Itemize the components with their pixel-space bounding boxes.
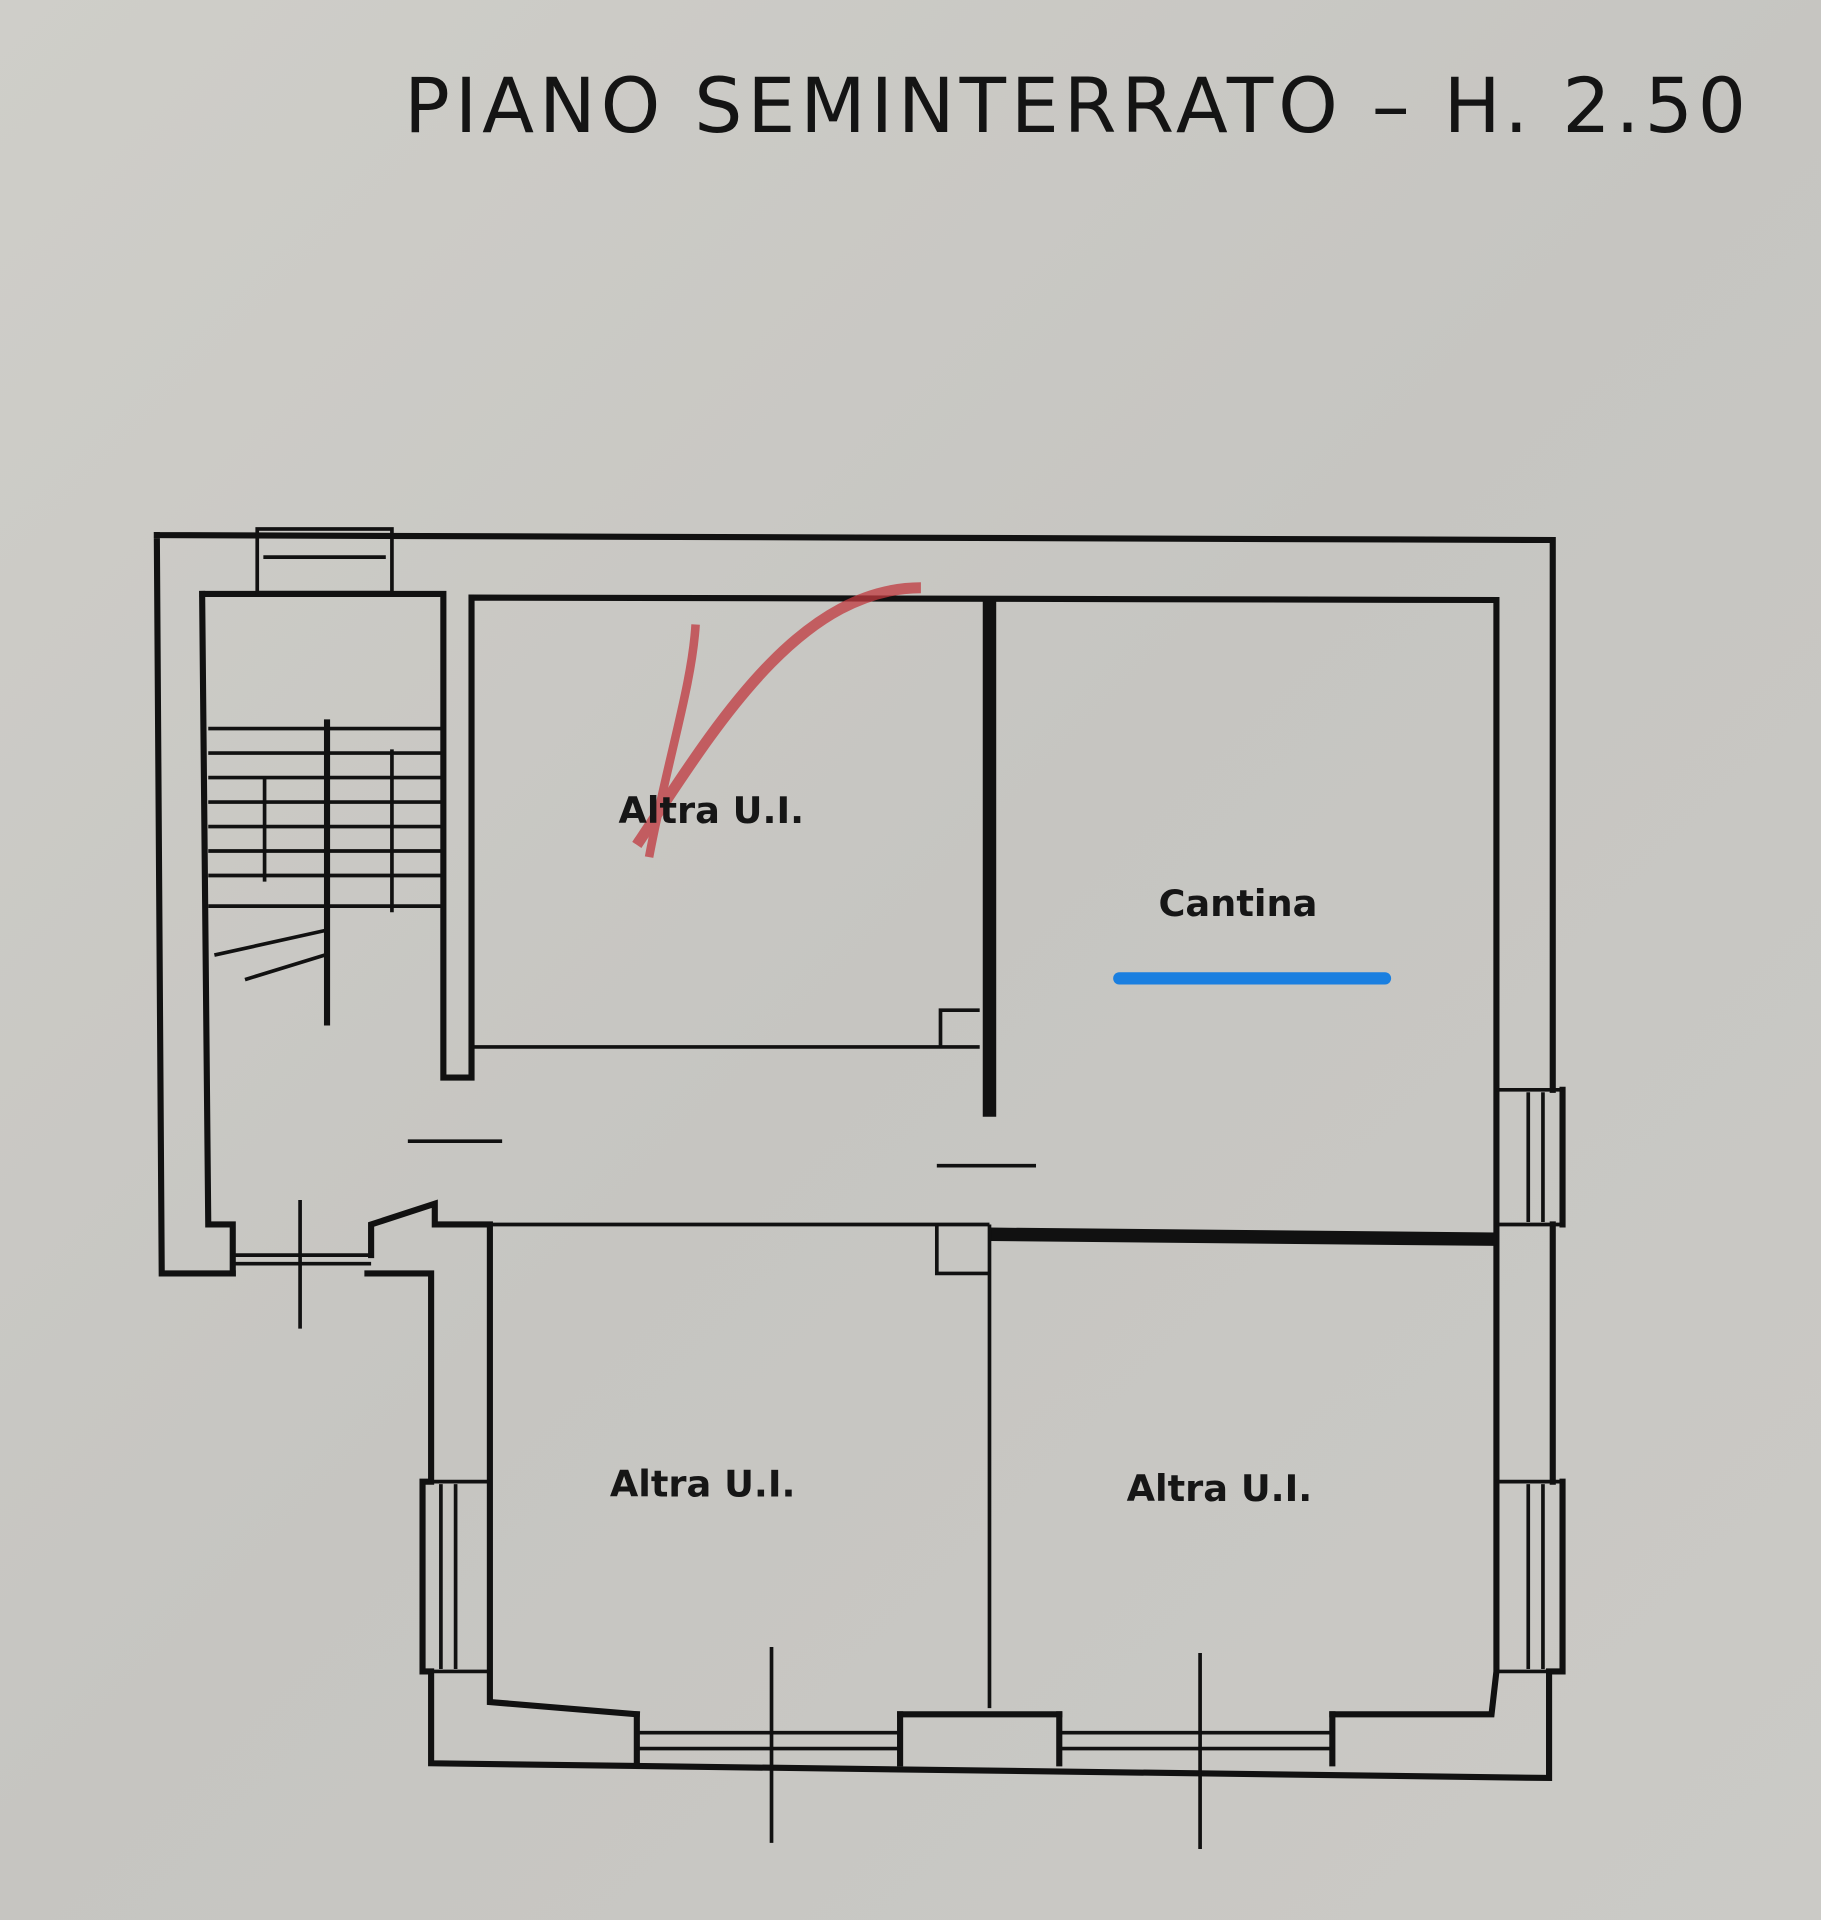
interior-walls bbox=[407, 600, 1497, 1709]
watermark-logo bbox=[632, 582, 921, 858]
room-label-altra-ui-2: Altra U.I. bbox=[610, 1462, 796, 1505]
room-label-altra-ui-3: Altra U.I. bbox=[1127, 1467, 1313, 1510]
plan-title: PIANO SEMINTERRATO – H. 2.50 bbox=[404, 62, 1751, 150]
room-label-altra-ui-1: Altra U.I. bbox=[618, 789, 804, 832]
staircase bbox=[208, 719, 441, 1026]
outer-walls bbox=[153, 527, 1566, 1849]
room-label-cantina: Cantina bbox=[1158, 882, 1317, 925]
